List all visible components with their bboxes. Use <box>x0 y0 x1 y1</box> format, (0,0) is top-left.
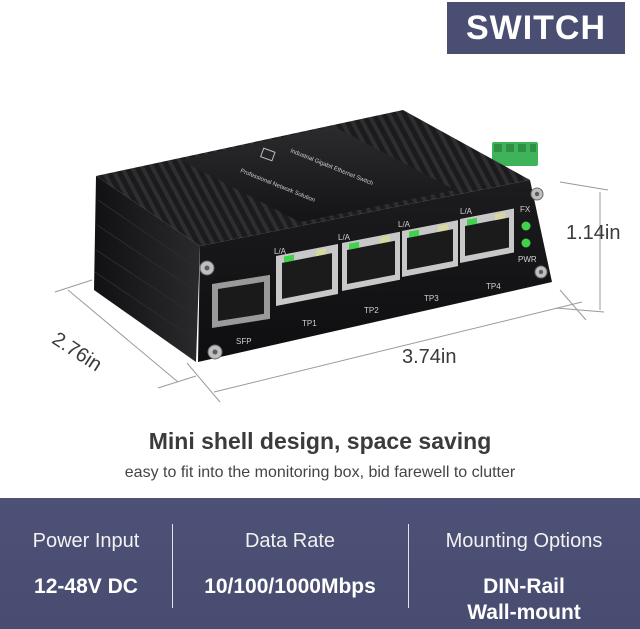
svg-text:L/A: L/A <box>398 220 411 229</box>
svg-text:L/A: L/A <box>460 207 473 216</box>
spec-value: 10/100/1000Mbps <box>204 575 376 598</box>
dimension-lines <box>54 181 609 403</box>
spec-mounting-options: Mounting Options DIN-Rail Wall-mount <box>408 498 640 629</box>
svg-text:PWR: PWR <box>518 255 537 264</box>
rj45-ports <box>276 208 514 306</box>
status-leds <box>521 221 531 248</box>
width-dimension: 3.74in <box>402 346 457 368</box>
spec-value: DIN-Rail Wall-mount <box>467 575 581 624</box>
svg-text:TP4: TP4 <box>486 282 501 291</box>
svg-text:FX: FX <box>520 205 531 214</box>
svg-text:TP1: TP1 <box>302 319 317 328</box>
switch-badge: SWITCH <box>447 2 625 54</box>
power-terminal-block <box>492 142 538 166</box>
spec-divider <box>408 524 409 608</box>
svg-text:TP3: TP3 <box>424 294 439 303</box>
switch-product-image: Industrial Gigabit Ethernet Switch Profe… <box>54 110 609 403</box>
spec-divider <box>172 524 173 608</box>
spec-title: Data Rate <box>244 530 336 552</box>
spec-title: Mounting Options <box>445 530 603 552</box>
svg-text:L/A: L/A <box>274 247 287 256</box>
svg-text:SFP: SFP <box>236 337 252 346</box>
spec-value: 12-48V DC <box>34 575 138 598</box>
port-labels: L/A L/A L/A L/A TP1 TP2 TP3 TP4 FX PWR <box>274 205 537 328</box>
height-dimension: 1.14in <box>566 222 621 244</box>
headline: Mini shell design, space saving <box>148 428 492 454</box>
specs-bar: Power Input 12-48V DC Data Rate 10/100/1… <box>0 498 640 629</box>
sfp-port: SFP <box>212 274 270 346</box>
svg-text:TP2: TP2 <box>364 306 379 315</box>
spec-title: Power Input <box>32 530 140 552</box>
spec-data-rate: Data Rate 10/100/1000Mbps <box>172 498 408 629</box>
spec-power-input: Power Input 12-48V DC <box>0 498 172 629</box>
subline: easy to fit into the monitoring box, bid… <box>124 464 516 481</box>
svg-text:L/A: L/A <box>338 233 351 242</box>
